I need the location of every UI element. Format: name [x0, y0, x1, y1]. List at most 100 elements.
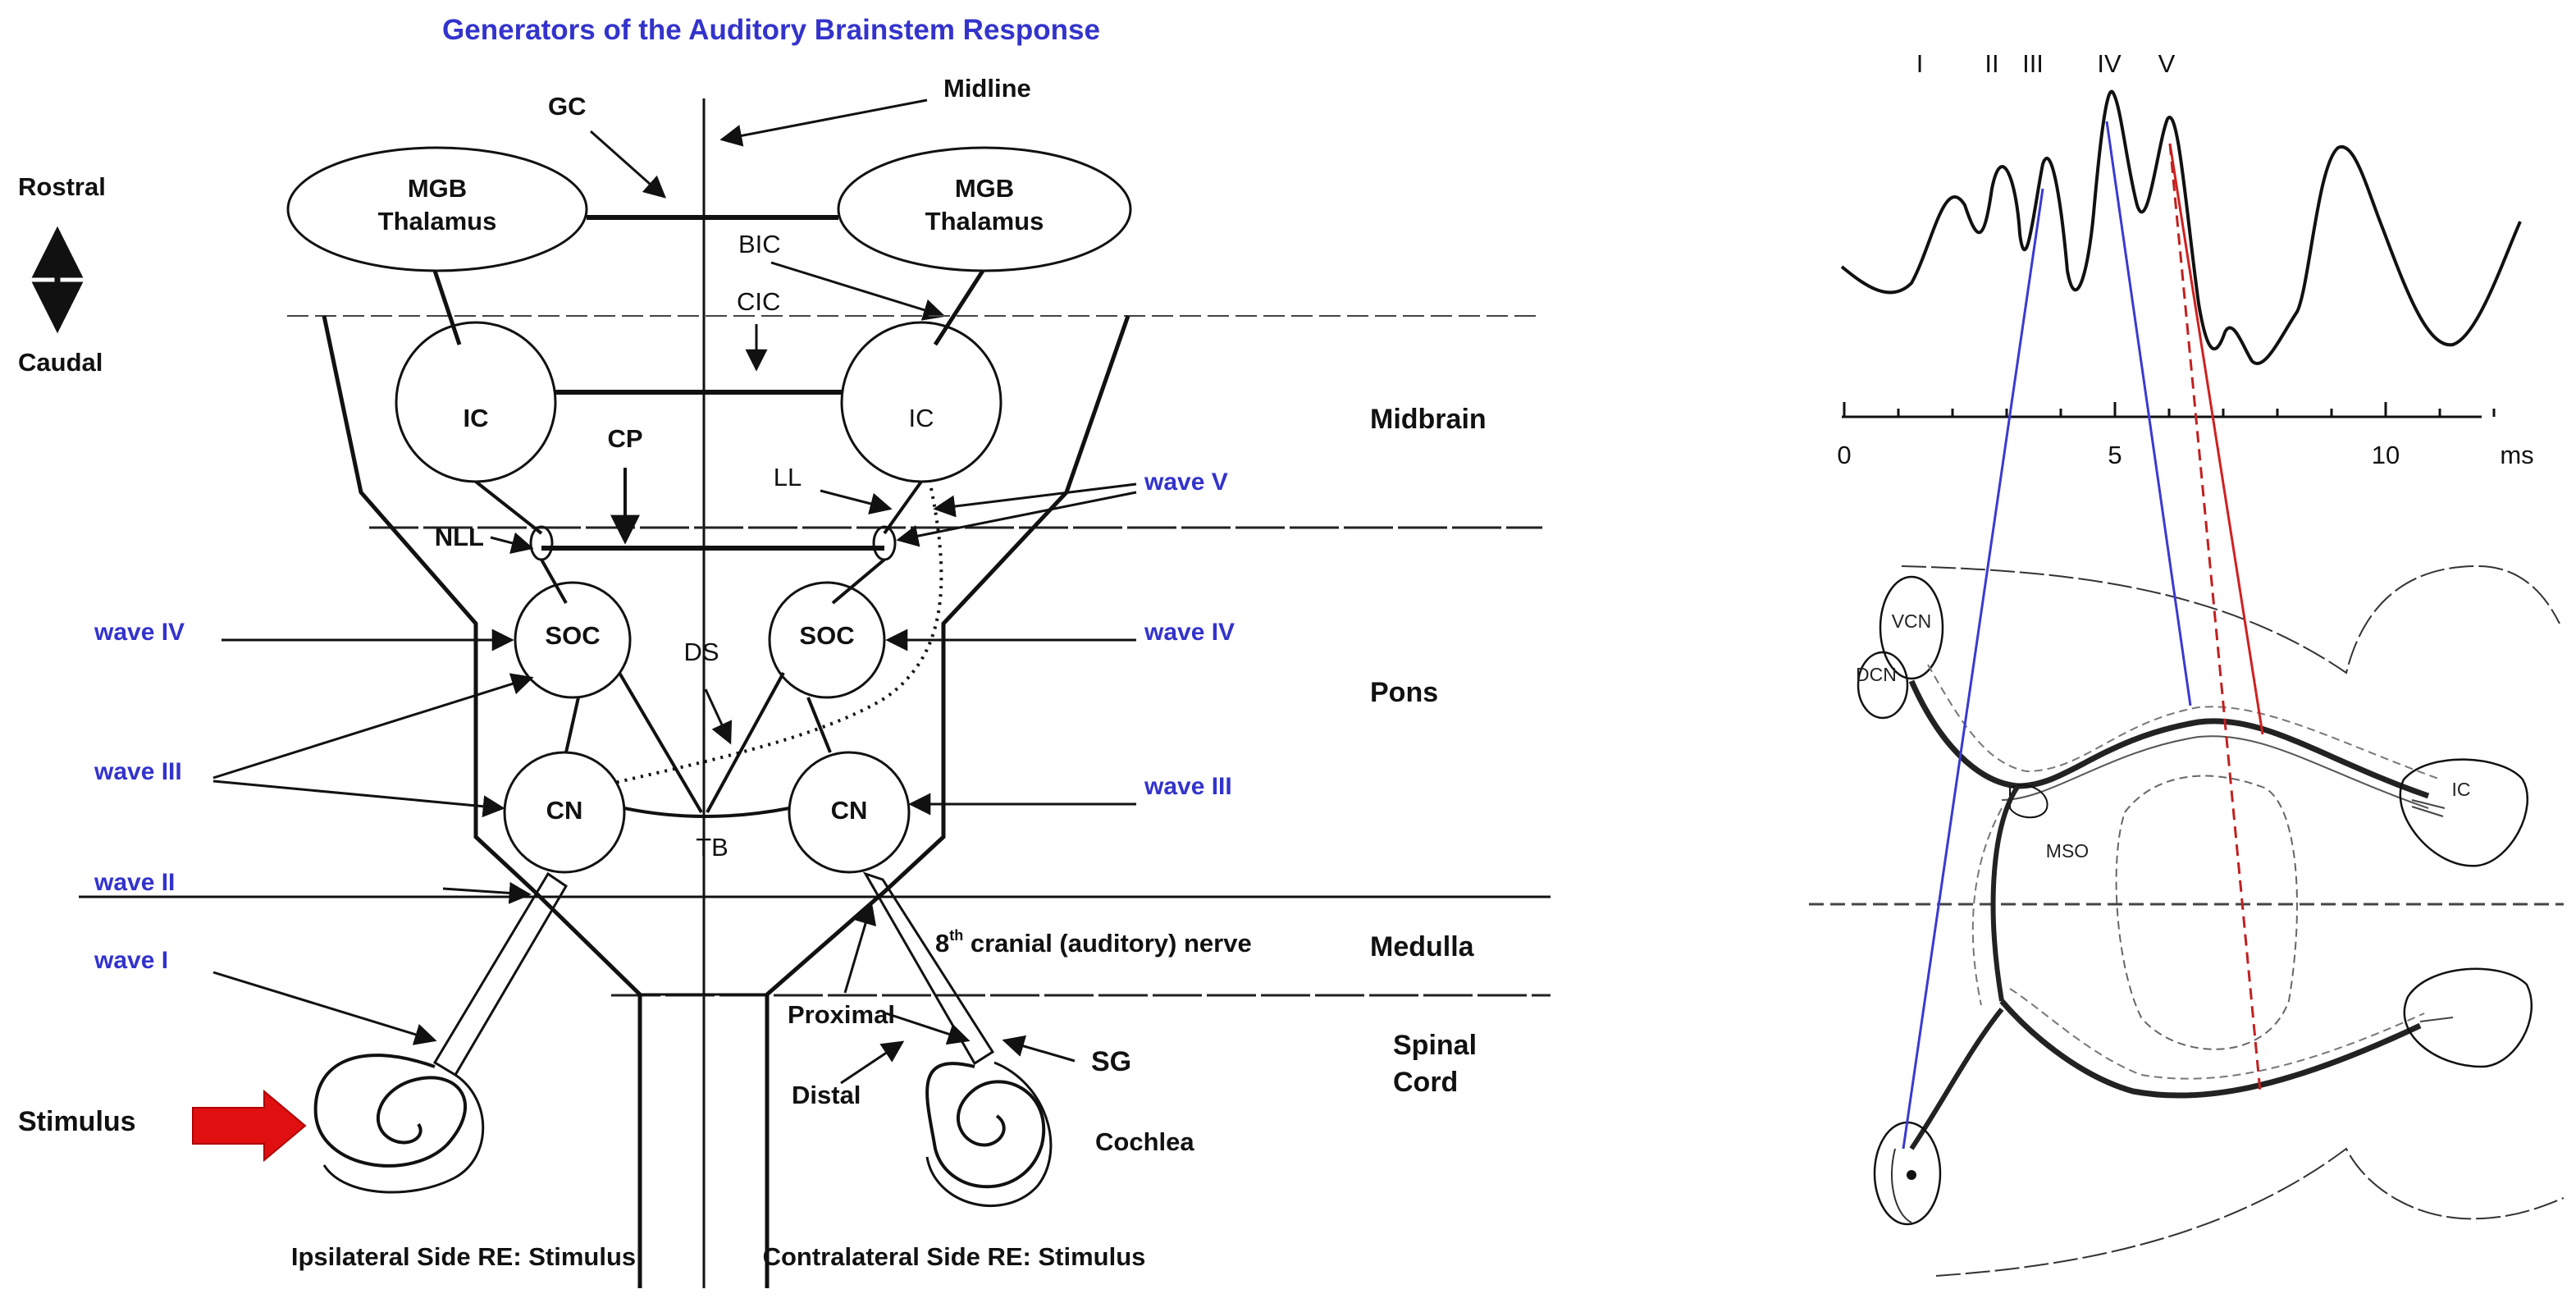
cp-label: CP — [607, 424, 642, 453]
vcn-label: VCN — [1892, 610, 1932, 632]
mgb-right-line2: Thalamus — [925, 207, 1044, 235]
rostral-label: Rostral — [18, 172, 106, 201]
gc-arrow — [590, 130, 667, 199]
eighth-nerve-label: 8th cranial (auditory) nerve — [935, 927, 1252, 958]
mgb-thalamus-right — [837, 146, 1132, 272]
tick-label-5: 5 — [2108, 441, 2122, 469]
stimulus-arrow — [192, 1089, 307, 1163]
tick-label-0: 0 — [1837, 441, 1851, 469]
bic-label: BIC — [738, 230, 781, 258]
trunk-lower — [1909, 1008, 2004, 1150]
region-spinal-line1: Spinal — [1393, 1030, 1477, 1061]
nll-label: NLL — [435, 523, 484, 551]
time-axis-ticks — [1843, 402, 2496, 417]
ic-nll-right — [883, 480, 923, 535]
wave-ii-label: wave II — [94, 869, 175, 896]
cn-soc-left — [564, 697, 580, 753]
cochlea-right — [925, 1062, 1046, 1189]
cochlea-left-inner — [322, 1073, 485, 1194]
cochlea-right-inner — [925, 1061, 1053, 1207]
peak-label-v: V — [2158, 49, 2176, 78]
ic-nll-left — [474, 480, 543, 535]
bic-arrow — [770, 261, 946, 321]
tick-label-10: 10 — [2372, 441, 2400, 469]
trunk-path-outer — [1971, 807, 2003, 1006]
wave-iii-left-arrow-2 — [212, 779, 505, 818]
ll-tract-lower — [1999, 999, 2422, 1099]
midline-arrow — [719, 98, 928, 147]
ic-right — [840, 321, 1003, 483]
mgb-left-line1: MGB — [408, 174, 467, 203]
peak-label-ii: II — [1985, 49, 1998, 78]
peak-label-iv: IV — [2097, 49, 2122, 78]
ic-struct-label: IC — [2452, 779, 2471, 800]
soc-left-label: SOC — [545, 621, 600, 650]
ll-tract-upper — [1908, 679, 2430, 799]
left-panel: Generators of the Auditory Brainstem Res… — [18, 14, 1551, 1288]
cochlea-label: Cochlea — [1095, 1127, 1194, 1156]
ds-dotted-pathway — [610, 487, 943, 785]
ds-label: DS — [683, 638, 719, 666]
link-v-to-ll-dashed — [2168, 143, 2262, 1092]
cn-right-label: CN — [831, 796, 868, 825]
midline-label: Midline — [943, 74, 1031, 103]
mso-label: MSO — [2046, 840, 2089, 862]
vcn-upper — [1879, 575, 1944, 680]
brainstem-lower-outline — [1935, 1147, 2565, 1277]
wave-v-label: wave V — [1144, 469, 1228, 496]
ipsilateral-side-label: Ipsilateral Side RE: Stimulus — [291, 1242, 636, 1271]
cochlea-left — [313, 1054, 467, 1168]
ll-tract-upper-outer — [1927, 664, 2441, 780]
wave-ii-arrow — [442, 881, 532, 904]
contralateral-side-label: Contralateral Side RE: Stimulus — [763, 1242, 1146, 1271]
proximal-arrow — [885, 1012, 971, 1045]
cn-soc-right — [806, 697, 832, 753]
region-spinal-line2: Cord — [1393, 1067, 1458, 1098]
cn-left-label: CN — [546, 796, 583, 825]
dcn-label: DCN — [1856, 664, 1897, 685]
wave-i-arrow — [212, 971, 437, 1045]
link-v-to-ll — [2168, 143, 2264, 735]
auditory-nerve-right — [862, 871, 995, 1066]
mso-upper — [2009, 784, 2048, 819]
stimulus-label: Stimulus — [18, 1106, 136, 1137]
ll-tract-upper-inner — [2001, 735, 2429, 809]
peak-label-iii: III — [2022, 49, 2044, 78]
ll-label: LL — [774, 463, 802, 491]
distal-label: Distal — [792, 1081, 861, 1109]
ll-arrow — [820, 489, 893, 514]
caudal-label: Caudal — [18, 348, 103, 377]
ic-right-label: IC — [909, 404, 934, 432]
wave-iii-right-label: wave III — [1144, 773, 1232, 800]
gc-label: GC — [548, 92, 587, 121]
trunk-path — [1990, 784, 2021, 1002]
ll-to-ic-lower — [2419, 1017, 2454, 1022]
inner-dashed-loop — [2115, 775, 2298, 1050]
right-panel: I II III IV V 0 5 10 ms VCN DCN IC MSO — [1809, 49, 2565, 1277]
soc-to-tb-left — [618, 671, 703, 814]
peak-label-i: I — [1916, 49, 1924, 78]
mgb-right-line1: MGB — [955, 174, 1014, 203]
region-pons: Pons — [1370, 677, 1438, 708]
mgb-ic-left — [432, 270, 462, 345]
ic-upper — [2399, 758, 2528, 867]
figure-title: Generators of the Auditory Brainstem Res… — [442, 14, 1100, 46]
tb-label: TB — [696, 833, 728, 862]
distal-arrow — [840, 1040, 905, 1085]
soc-left — [514, 581, 632, 699]
ic-left-label: IC — [464, 404, 489, 432]
time-axis-unit: ms — [2500, 441, 2533, 469]
mgb-thalamus-left — [286, 146, 588, 272]
region-medulla: Medulla — [1370, 931, 1475, 962]
mgb-left-line2: Thalamus — [378, 207, 497, 235]
wave-v-arrow-2 — [896, 491, 1137, 547]
soc-to-tb-right — [706, 672, 785, 813]
dcn-upper — [1857, 651, 1909, 720]
wave-v-arrow-1 — [933, 482, 1137, 518]
brainstem-outline-right — [765, 315, 1130, 1288]
soc-right-label: SOC — [799, 621, 854, 650]
ll-tract-lower-outer — [2009, 988, 2425, 1080]
wave-i-label: wave I — [94, 947, 168, 974]
